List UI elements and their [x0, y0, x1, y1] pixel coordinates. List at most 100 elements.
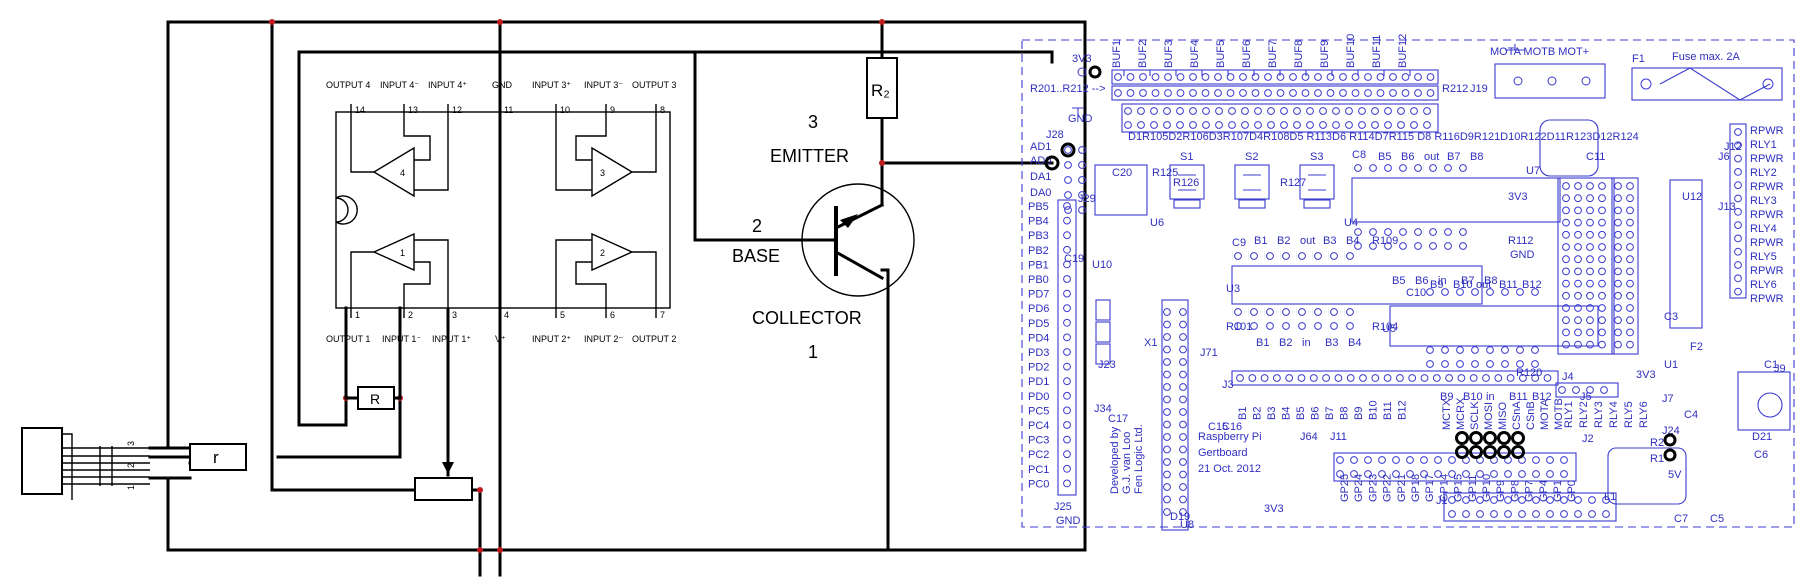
pad — [1392, 456, 1400, 464]
pad — [1163, 121, 1171, 129]
pad — [1598, 218, 1606, 227]
pad — [1282, 322, 1290, 330]
pad — [1518, 496, 1526, 504]
chip-labels-top: OUTPUT 4 INPUT 4⁻ INPUT 4⁺ GND INPUT 3⁺ … — [326, 80, 676, 115]
pad — [1266, 322, 1274, 330]
pad — [1251, 89, 1260, 97]
pad — [1490, 510, 1498, 518]
pad — [1063, 435, 1071, 444]
potentiometer — [414, 462, 473, 501]
pad — [1476, 496, 1484, 504]
pad — [1336, 470, 1344, 478]
part-label-r112: R112 — [1508, 235, 1533, 247]
part-label-l1: L1 — [1604, 491, 1616, 503]
pad — [1376, 73, 1385, 81]
sensor-pin-2: 2 — [126, 463, 136, 468]
label-da1: DA1 — [1030, 171, 1051, 183]
pad — [1319, 121, 1327, 129]
spi-label-sclk: SCLK — [1469, 401, 1481, 430]
collector-wire — [880, 268, 890, 552]
pad — [1314, 308, 1322, 316]
pad — [1179, 333, 1187, 341]
pad — [1179, 495, 1187, 504]
pad — [1598, 304, 1606, 312]
pad — [1163, 470, 1171, 479]
port-label-pc4: PC4 — [1028, 420, 1049, 432]
j3-label-b4: B4 — [1281, 407, 1293, 420]
switch-s3 — [1299, 164, 1335, 200]
port-label-pb0: PB0 — [1028, 274, 1049, 286]
pad — [1179, 420, 1187, 429]
pad — [1063, 202, 1071, 210]
label-motor: MOTA MOTB MOT+ — [1490, 46, 1589, 58]
part-label-c15: C15 — [1208, 421, 1228, 433]
buf-label-1: BUF1 — [1111, 40, 1123, 68]
pin-num-12: 12 — [452, 105, 462, 115]
pad — [1562, 267, 1570, 276]
pad — [1126, 73, 1135, 81]
j3-label-b5: B5 — [1295, 407, 1307, 420]
pad — [1201, 73, 1210, 81]
pad — [1574, 243, 1582, 251]
pad — [1282, 252, 1290, 260]
spi-label-mota: MOTA — [1539, 398, 1551, 430]
pad — [1289, 89, 1297, 97]
pad — [1734, 274, 1742, 283]
label-ad1: AD1 — [1030, 141, 1051, 153]
pad — [1614, 206, 1622, 215]
pad — [1586, 182, 1594, 190]
part-label-j64: J64 — [1300, 431, 1318, 443]
amp-2-triangle — [591, 232, 634, 272]
part-label-c20: C20 — [1112, 167, 1132, 179]
b-row-1-4: B8 — [1470, 151, 1483, 163]
regulator-l1 — [1607, 447, 1687, 505]
j3-label-b3: B3 — [1266, 407, 1278, 420]
inner-left-wire — [297, 50, 348, 427]
chip-u6 — [1094, 164, 1148, 216]
pad — [1234, 252, 1242, 260]
b-row-3-4: B8 — [1484, 275, 1497, 287]
j3-label-b7: B7 — [1324, 407, 1336, 420]
relay-bottom-label-5: RLY6 — [1638, 401, 1650, 428]
chip-u12 — [1669, 179, 1703, 329]
pad — [1414, 89, 1422, 97]
pad — [1063, 216, 1071, 225]
pad — [1588, 496, 1596, 504]
part-label-c7: C7 — [1674, 513, 1688, 525]
pad — [1064, 206, 1072, 214]
pad — [1063, 318, 1071, 327]
gp-label-gp10: GP10 — [1481, 474, 1493, 502]
pad — [1293, 121, 1301, 129]
pad — [1426, 346, 1434, 354]
pad — [1063, 464, 1071, 473]
pad — [1414, 228, 1422, 236]
pad — [1163, 508, 1171, 516]
spi-jumper-ring — [1455, 431, 1469, 445]
label-j19: J19 — [1470, 83, 1488, 95]
pad-ad1-connection — [1060, 142, 1076, 158]
pad — [1531, 288, 1539, 296]
pad — [1150, 107, 1158, 115]
pad — [1330, 322, 1338, 330]
spi-label-miso: MISO — [1497, 401, 1509, 430]
gp-label-gp18: GP18 — [1410, 474, 1422, 502]
pad — [1364, 89, 1372, 97]
pad — [1384, 121, 1392, 129]
pad — [1298, 322, 1306, 330]
pad — [1410, 121, 1418, 129]
pad — [1516, 288, 1524, 296]
pad — [1457, 374, 1466, 382]
pad — [1543, 374, 1552, 382]
pad — [1614, 316, 1622, 325]
pad — [1215, 107, 1223, 115]
pin-label-output3: OUTPUT 3 — [632, 80, 676, 90]
pad — [1562, 316, 1570, 325]
pad — [1226, 89, 1235, 97]
part-label-j2: J2 — [1582, 433, 1594, 445]
pad — [1562, 182, 1570, 190]
spi-jumper-ring — [1455, 445, 1469, 459]
pad — [1626, 230, 1634, 239]
pad — [1163, 458, 1171, 466]
pad — [1734, 287, 1742, 296]
pad — [1164, 73, 1172, 81]
